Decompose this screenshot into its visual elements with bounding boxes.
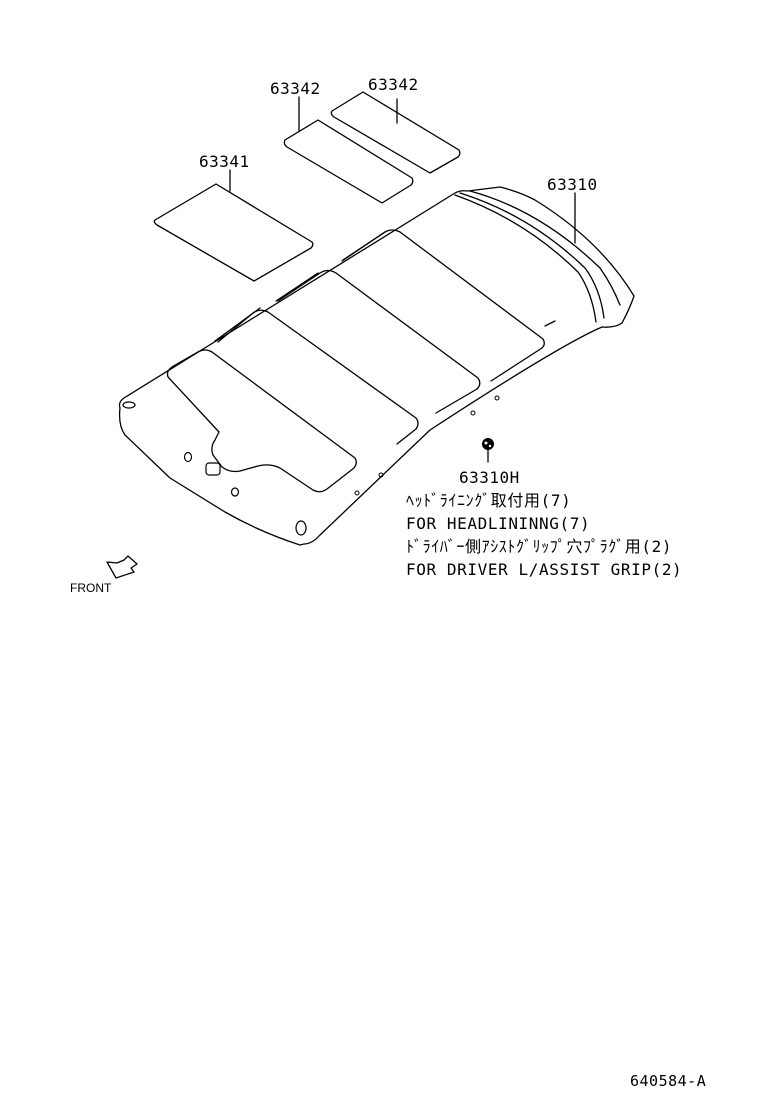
part-label-63310h: 63310H [459, 468, 520, 487]
clip-63310h [482, 438, 494, 463]
part-label-63342-middle: 63342 [270, 79, 321, 98]
note-line-en-assist-grip: FOR DRIVER L/ASSIST GRIP(2) [406, 560, 683, 579]
part-notes: ﾍｯﾄﾞﾗｲﾆﾝｸﾞ取付用(7) FOR HEADLININNG(7) ﾄﾞﾗｲ… [406, 489, 682, 581]
front-label: FRONT [70, 581, 112, 595]
front-arrow-icon [106, 555, 138, 579]
note-line-en-headlining: FOR HEADLININNG(7) [406, 514, 591, 533]
part-label-63341: 63341 [199, 152, 250, 171]
pad-63341-front [153, 169, 314, 282]
headlining-63310 [118, 186, 635, 546]
part-label-63342-rear: 63342 [368, 75, 419, 94]
note-line-jp-headlining: ﾍｯﾄﾞﾗｲﾆﾝｸﾞ取付用(7) [406, 491, 572, 510]
note-line-jp-assist-grip: ﾄﾞﾗｲﾊﾞｰ側ｱｼｽﾄｸﾞﾘｯﾌﾟ穴ﾌﾟﾗｸﾞ用(2) [406, 537, 673, 556]
part-label-63310: 63310 [547, 175, 598, 194]
diagram-reference-code: 640584-A [630, 1072, 707, 1090]
pad-63342-middle [283, 96, 414, 204]
pad-63342-rear [330, 91, 461, 174]
